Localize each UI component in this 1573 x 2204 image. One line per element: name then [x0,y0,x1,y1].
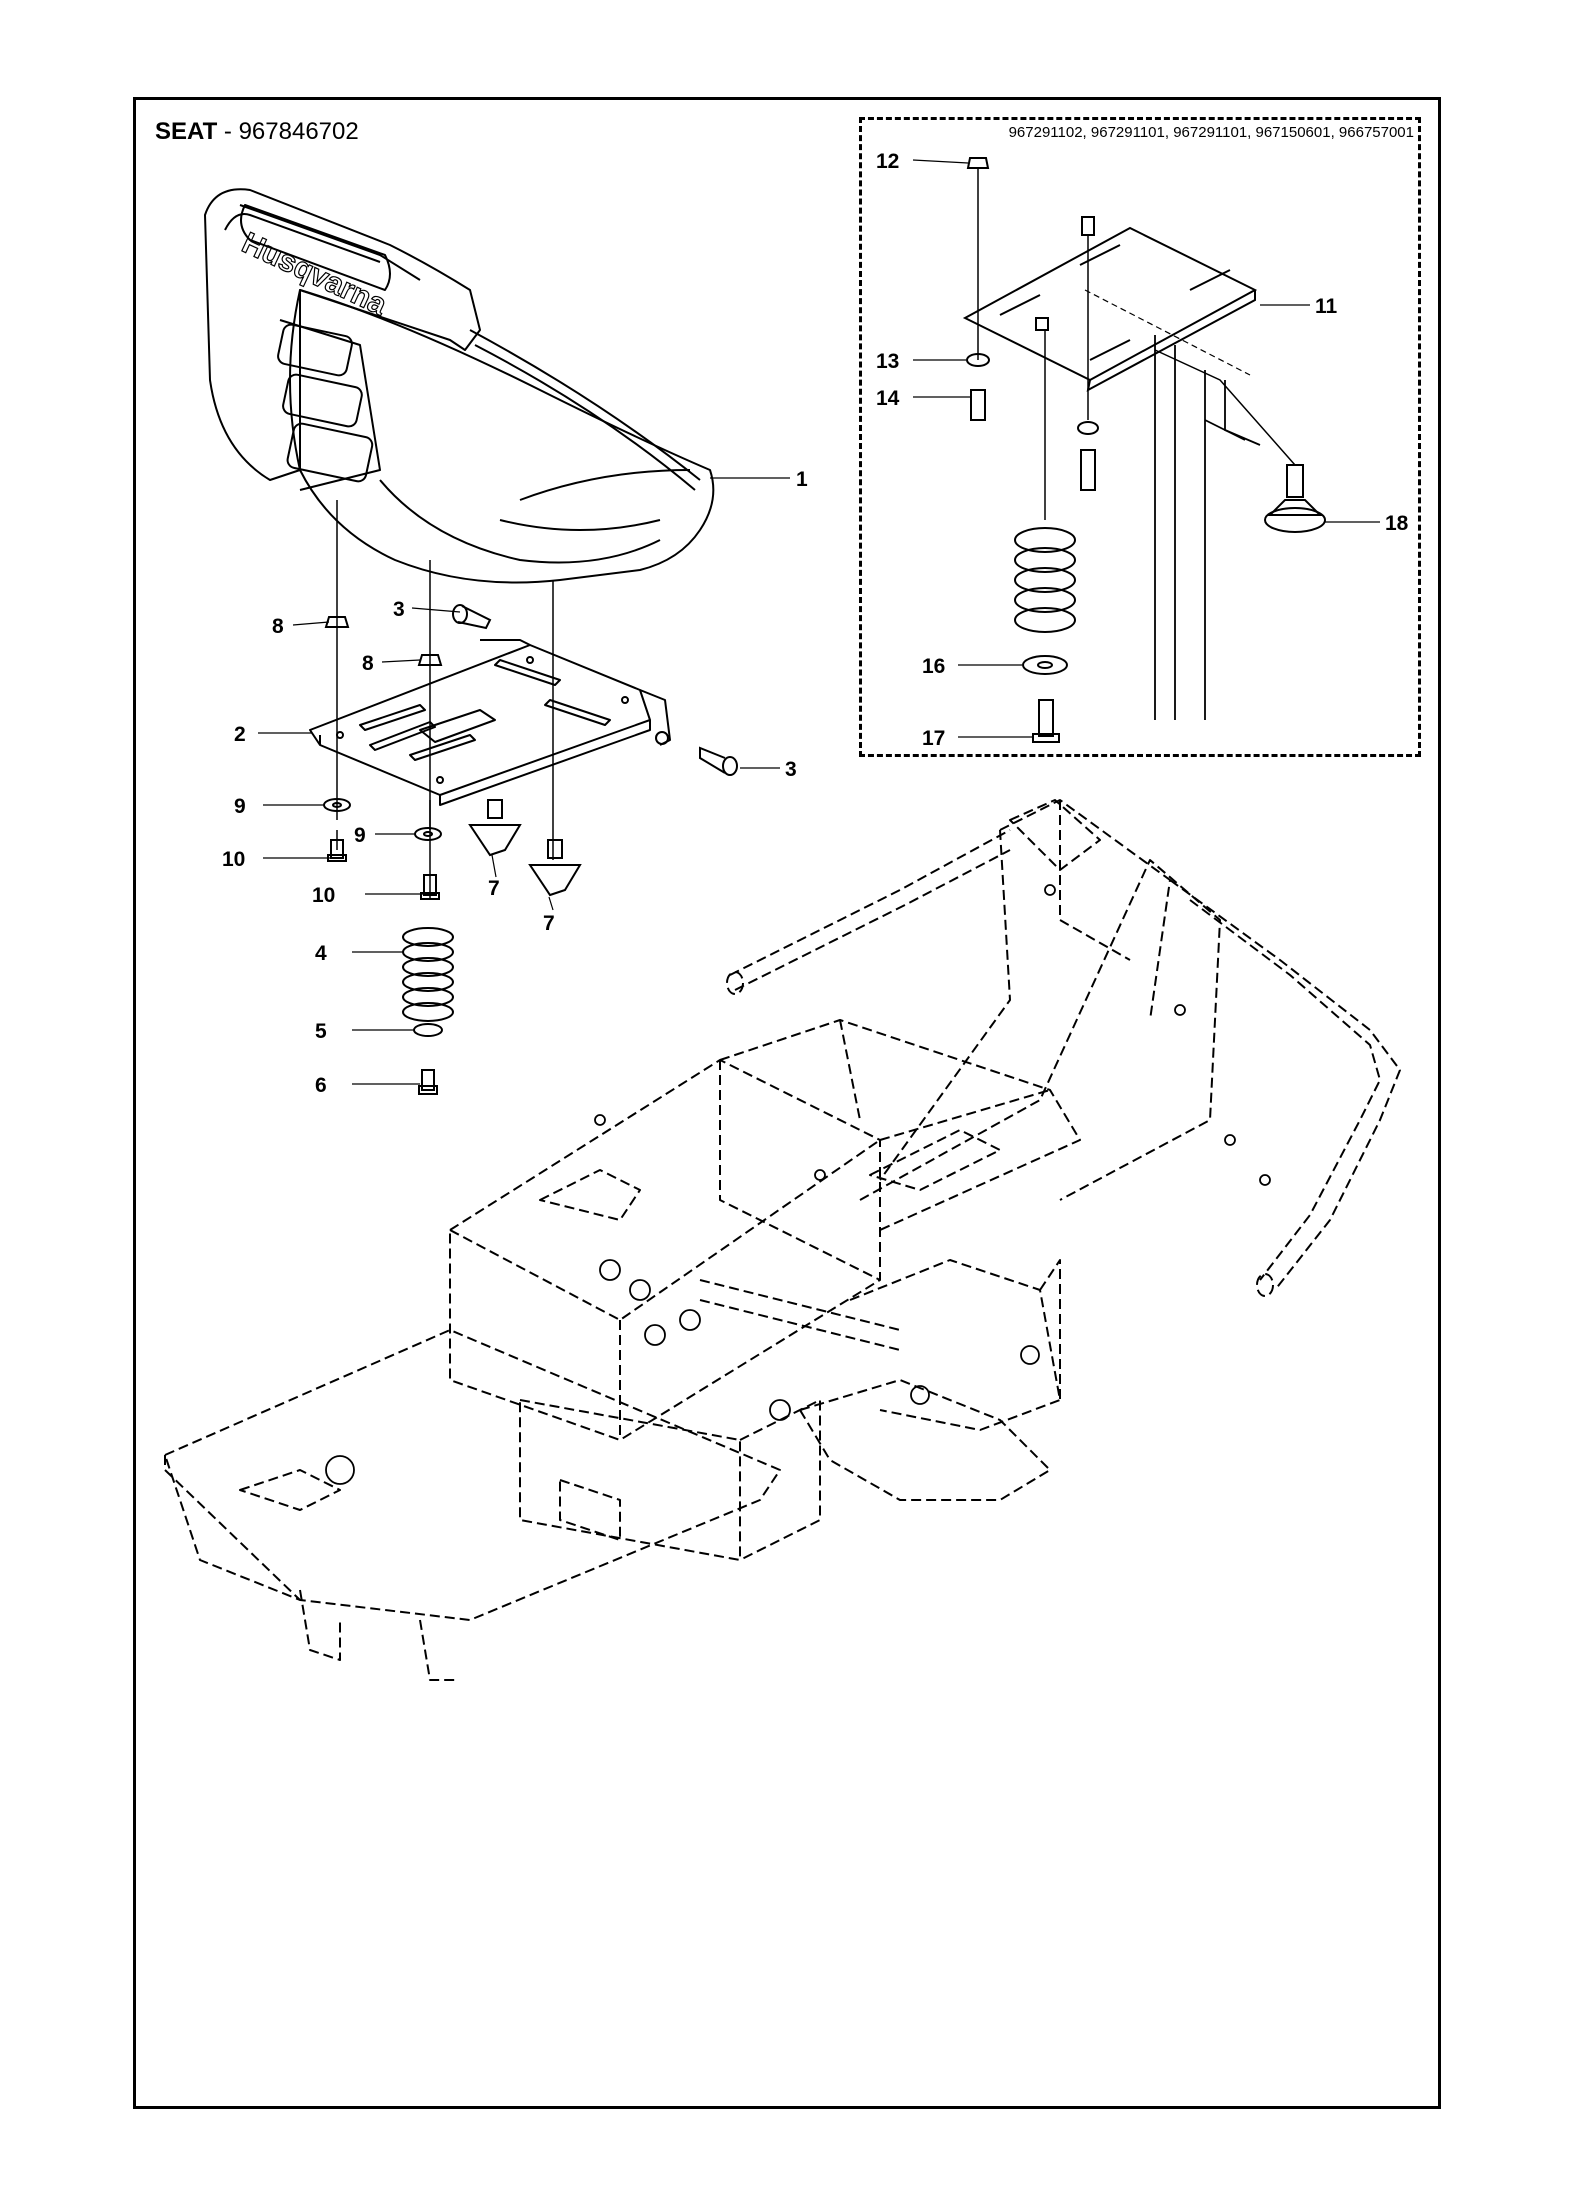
leader-lines [258,159,1380,1085]
hardware [323,604,738,1095]
bolt-icon [418,1069,438,1095]
bolt-icon [970,389,986,421]
callout-12: 12 [876,150,899,173]
callout-2: 2 [234,723,246,746]
callout-10b: 10 [312,884,335,907]
nut-icon [324,616,350,628]
callout-7b: 7 [543,912,555,935]
bolt-icon [1032,699,1060,743]
nut-icon [417,654,443,666]
husqvarna-logo: Husqvarna [236,226,392,323]
title-part-number: 967846702 [238,118,359,145]
bolt-icon [452,604,492,630]
frame-chassis-icon [164,799,1401,1681]
callout-8a: 8 [272,615,284,638]
washer-icon [1077,421,1099,435]
drawing-frame [133,97,1441,2109]
callout-16: 16 [922,655,945,678]
washer-icon [413,1023,443,1037]
inset-detail-box: 967291102, 967291101, 967291101, 9671506… [859,117,1421,757]
bolt-icon [699,746,738,776]
callout-9b: 9 [354,824,366,847]
callout-7a: 7 [488,877,500,900]
callout-4: 4 [315,942,327,965]
title-separator: - [223,118,232,145]
spring-icon [1014,527,1076,633]
callout-9a: 9 [234,795,246,818]
washer-icon [414,827,442,841]
callout-5: 5 [315,1020,327,1043]
frame-holes [325,884,1271,1485]
callout-14: 14 [876,387,900,410]
inset-part-codes: 967291102, 967291101, 967291101, 9671506… [1008,124,1414,141]
callout-17: 17 [922,727,945,750]
title-name: SEAT [155,118,218,145]
callout-8b: 8 [362,652,374,675]
callout-18: 18 [1385,512,1409,535]
callout-3b: 3 [785,758,797,781]
bolt-icon [420,874,440,900]
nut-icon [966,157,990,169]
callout-13: 13 [876,350,899,373]
seat-icon [204,188,715,584]
spring-icon [402,927,454,1022]
callout-6: 6 [315,1074,327,1097]
page-title: SEAT - 967846702 [155,118,359,146]
seat-plate-icon [309,639,671,806]
knob-icon [528,839,582,897]
knob-icon [468,799,522,857]
husqvarna-logo-text: Husqvarna [237,226,392,322]
washer-icon [966,353,990,367]
inset-parts [962,157,1326,743]
callout-1: 1 [796,468,808,491]
knob-icon [1264,464,1326,533]
callout-10a: 10 [222,848,245,871]
washer-icon [1022,655,1068,675]
callout-3a: 3 [393,598,405,621]
callout-labels: 1 2 3 3 4 5 6 7 7 8 8 9 9 10 10 11 12 13… [222,150,1409,1097]
callout-11: 11 [1315,295,1338,318]
